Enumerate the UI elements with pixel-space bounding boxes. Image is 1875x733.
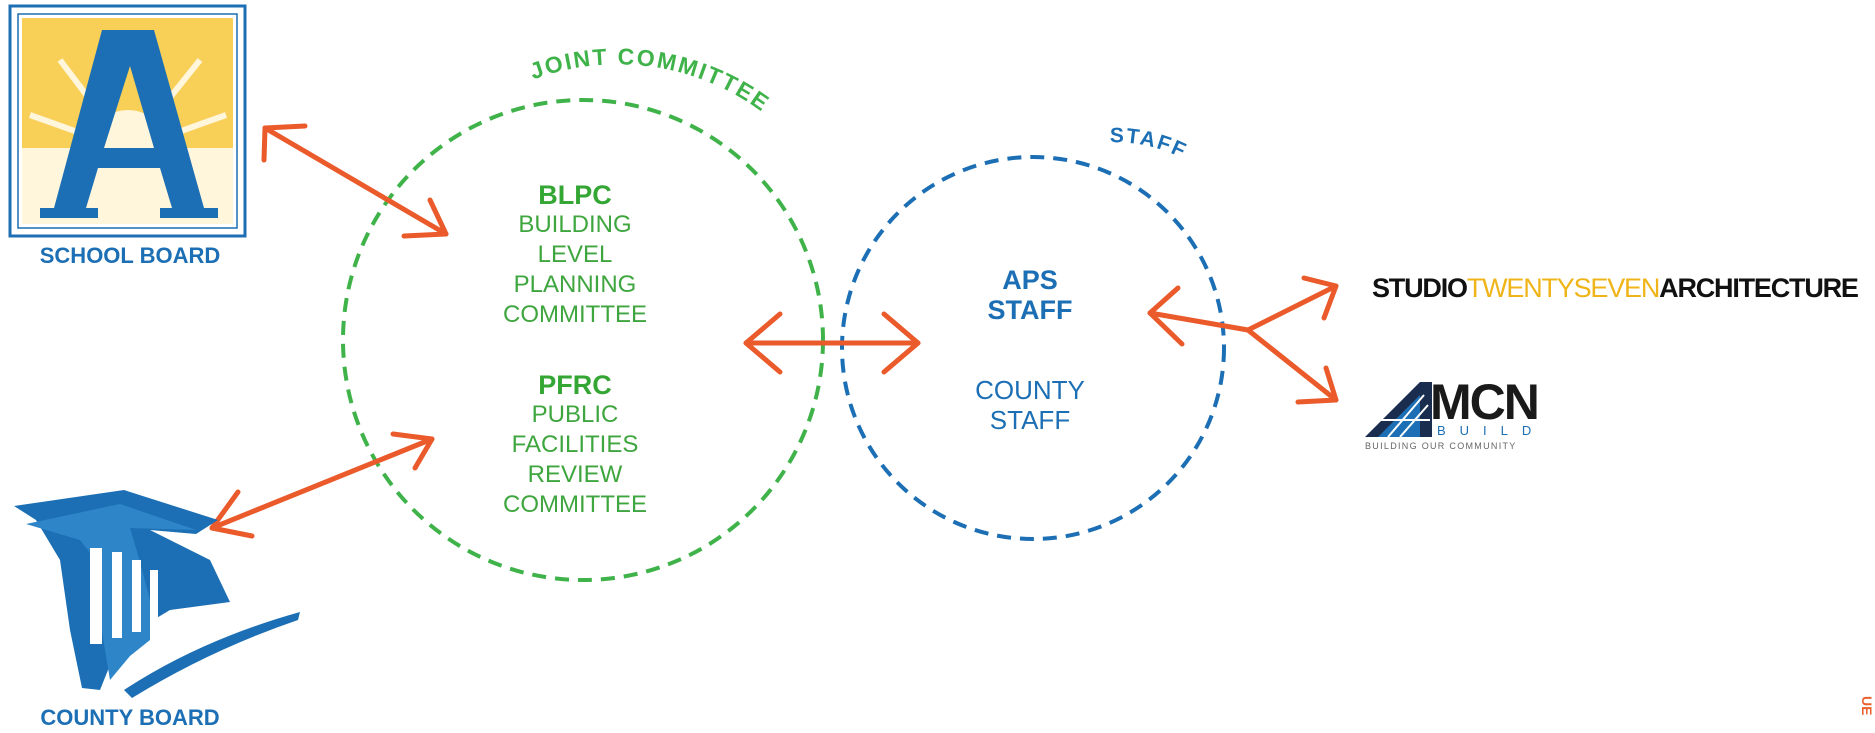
county-board-columns-logo bbox=[14, 490, 300, 698]
county-staff-block: COUNTY STAFF bbox=[940, 375, 1120, 435]
aps-staff-line: APS bbox=[1002, 265, 1058, 295]
pfrc-line: FACILITIES bbox=[511, 431, 639, 458]
arrow-school-board bbox=[261, 123, 449, 239]
svg-text:STAFF: STAFF bbox=[1110, 124, 1191, 163]
county-staff-line: STAFF bbox=[989, 405, 1071, 435]
county-staff-line: COUNTY bbox=[975, 375, 1085, 405]
blpc-line: LEVEL bbox=[537, 241, 613, 268]
pfrc-line: PUBLIC bbox=[531, 401, 619, 428]
pfrc-line: COMMITTEE bbox=[503, 491, 647, 518]
county-board-label: COUNTY BOARD bbox=[40, 705, 220, 730]
pfrc-line: REVIEW bbox=[527, 461, 623, 488]
joint-committee-label: JOINT COMMITTEE bbox=[526, 43, 773, 116]
mcn-tagline: BUILDING OUR COMMUNITY bbox=[1365, 441, 1517, 451]
school-board-label: SCHOOL BOARD bbox=[39, 243, 221, 268]
blpc-line: COMMITTEE bbox=[503, 301, 647, 328]
joint-committee-circle bbox=[341, 98, 825, 582]
staff-label: STAFF bbox=[1110, 124, 1189, 163]
studio-part: ARCHITECTURE bbox=[1659, 273, 1859, 303]
studio-part: TWENTYSEVEN bbox=[1466, 273, 1661, 303]
pfrc-block: PFRC PUBLIC FACILITIES REVIEW COMMITTEE bbox=[455, 370, 695, 520]
edge-text-fragment: UE bbox=[1859, 696, 1875, 716]
arrow-committee-staff bbox=[743, 311, 921, 375]
mcn-wordmark: MCN bbox=[1430, 374, 1540, 430]
mcn-building-logo bbox=[1365, 382, 1432, 438]
staff-circle bbox=[840, 155, 1226, 541]
studio-part: STUDIO bbox=[1372, 273, 1468, 303]
blpc-block: BLPC BUILDING LEVEL PLANNING COMMITTEE bbox=[455, 180, 695, 330]
blpc-abbr: BLPC bbox=[538, 180, 612, 210]
studio-twentyseven-logo: STUDIOTWENTYSEVENARCHITECTURE bbox=[1372, 273, 1859, 304]
mcn-build-text: BUILD bbox=[1437, 423, 1546, 438]
aps-staff-block: APS STAFF bbox=[940, 265, 1120, 325]
svg-text:JOINT COMMITTEE: JOINT COMMITTEE bbox=[526, 43, 775, 116]
pfrc-abbr: PFRC bbox=[538, 370, 612, 400]
aps-staff-line: STAFF bbox=[987, 295, 1073, 325]
school-board-a-logo bbox=[8, 4, 247, 238]
blpc-line: BUILDING bbox=[518, 211, 632, 238]
arrow-county-board bbox=[209, 431, 435, 539]
blpc-line: PLANNING bbox=[513, 271, 637, 298]
arrow-staff-consultants bbox=[1147, 275, 1339, 405]
